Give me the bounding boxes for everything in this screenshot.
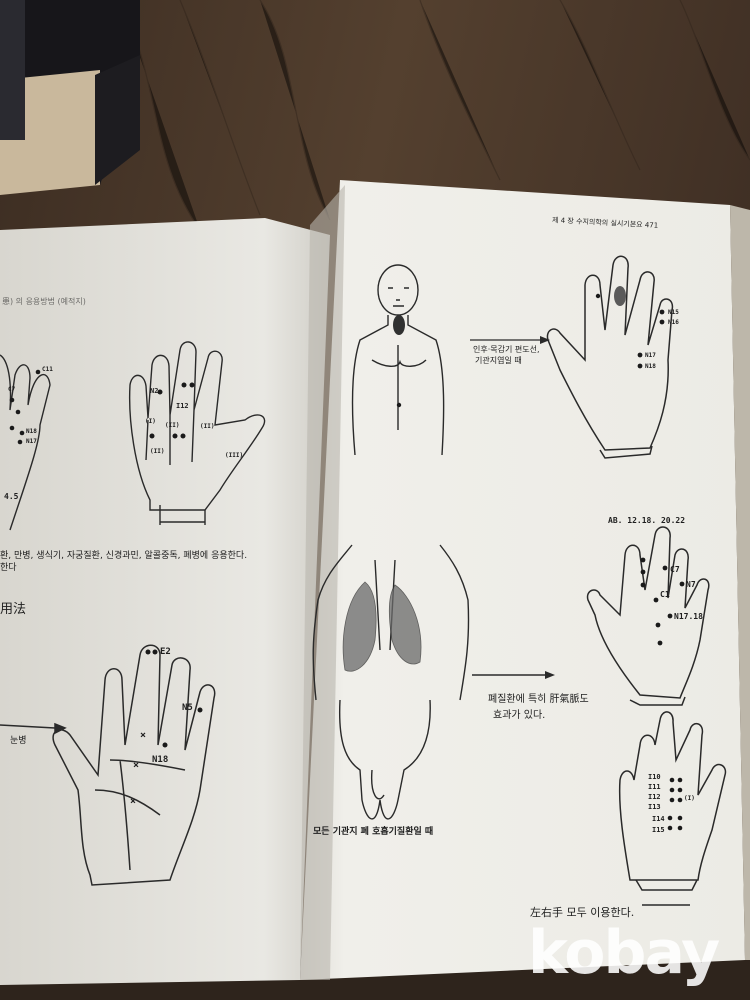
right-top-hand [546, 255, 674, 459]
left-upper-left-label-0: C11 [42, 366, 53, 373]
right-footer-text: 左右手 모두 이용한다. [530, 906, 635, 919]
throat-mark [393, 315, 405, 335]
right-bottom-label-5: I14 [652, 815, 665, 823]
left-lower-label-0: E2 [160, 647, 171, 657]
left-upper-label-1: I12 [176, 402, 189, 410]
right-bottom-hand-dots [667, 777, 683, 831]
left-upper-label-2: (I) [145, 418, 156, 425]
right-middle-label-0: C7 [670, 565, 680, 574]
wood-grain [119, 0, 750, 231]
left-page [0, 218, 330, 985]
right-middle-hand [586, 526, 710, 706]
right-top-torso [351, 264, 445, 456]
right-top-caption-2: 기관지염일 때 [475, 356, 522, 365]
right-middle-hand-dots [640, 557, 685, 646]
right-top-label-3: N18 [645, 363, 656, 370]
right-bottom-label-6: I15 [652, 826, 665, 834]
left-upper-left-label-1: C7 [8, 386, 16, 393]
left-upper-left-hand [0, 354, 51, 531]
right-page [300, 180, 745, 980]
right-bottom-label-2: I12 [648, 793, 661, 801]
left-body-text-2: 한다 [0, 563, 17, 573]
watermark-logo: kobay [528, 918, 720, 988]
right-top-hand-dots [595, 293, 665, 369]
right-top-label-1: N16 [668, 319, 679, 326]
right-middle-label-1: N7 [686, 580, 696, 589]
right-bottom-hand [618, 711, 727, 906]
left-upper-label-6: (III) [225, 452, 244, 459]
left-upper-label-5: (II) [150, 448, 165, 455]
left-body-text: 환, 만병, 생식기, 자궁질환, 신경과민, 알콜중독, 폐병에 응용한다. [0, 551, 248, 561]
right-bottom-label-4: I13 [648, 803, 661, 811]
right-body-caption: 모든 기관지 폐 호흡기질환일 때 [313, 827, 434, 837]
left-upper-label-3: (II) [165, 422, 180, 429]
left-upper-left-label-4: 4.5 [4, 492, 19, 501]
left-header-fragment: 患) 의 응용방법 (예적지) [2, 297, 86, 306]
right-middle-label-3: N17.18 [674, 612, 703, 621]
left-upper-hand-dots [9, 369, 195, 445]
left-upper-left-label-3: N18 [26, 428, 37, 435]
right-ab-label: AB. 12.18. 20.22 [608, 516, 686, 525]
right-effect-line-1: 폐질환에 특히 肝氣脈도 [488, 694, 589, 705]
left-upper-label-4: (II) [200, 423, 215, 430]
background-book [0, 0, 140, 195]
left-section-title: 用法 [0, 602, 27, 617]
left-upper-label-0: N2 [150, 387, 159, 395]
lungs [342, 581, 422, 672]
right-top-label-0: N15 [668, 309, 679, 316]
left-lower-label-4: × [133, 760, 140, 771]
left-lower-label-3: × [140, 730, 147, 741]
left-lower-hand [0, 644, 216, 886]
right-bottom-label-3: (I) [684, 795, 695, 802]
right-effect-line-2: 효과가 있다. [493, 710, 546, 721]
left-upper-left-label-2: N17 [26, 438, 37, 445]
right-top-caption-1: 인후·목감기 편도선, [473, 345, 540, 354]
left-arrow-label: 눈병 [10, 736, 27, 746]
left-lower-label-2: N18 [152, 755, 169, 765]
right-bottom-label-1: I11 [648, 783, 661, 791]
left-lower-hand-dots [145, 649, 203, 748]
right-top-label-2: N17 [645, 352, 656, 359]
right-middle-label-2: C1 [660, 590, 670, 599]
left-lower-label-5: × [130, 796, 137, 807]
left-lower-label-1: N5 [182, 703, 193, 713]
left-upper-right-hand [128, 341, 266, 525]
right-bottom-label-0: I10 [648, 773, 661, 781]
